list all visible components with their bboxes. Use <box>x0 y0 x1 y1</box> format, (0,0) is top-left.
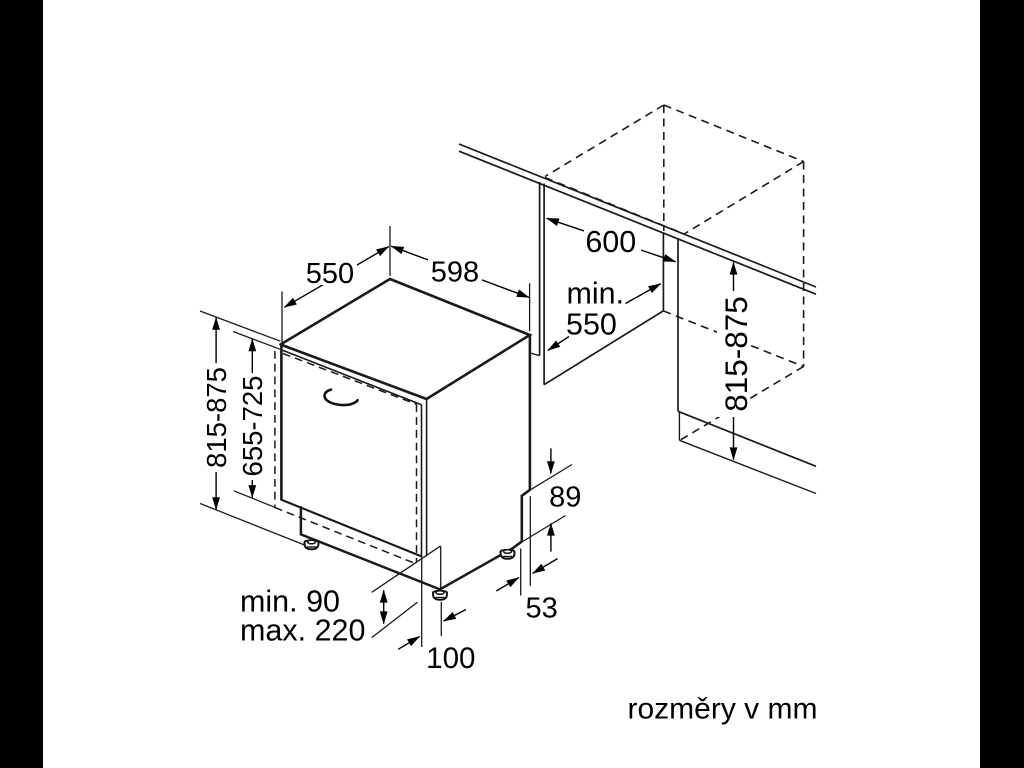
svg-text:550: 550 <box>566 308 617 342</box>
svg-text:89: 89 <box>549 482 581 514</box>
svg-text:815-875: 815-875 <box>718 296 754 412</box>
svg-text:100: 100 <box>426 642 475 675</box>
svg-text:600: 600 <box>585 225 636 259</box>
svg-text:min.: min. <box>567 277 625 311</box>
svg-text:max. 220: max. 220 <box>240 614 365 648</box>
svg-text:815-875: 815-875 <box>201 367 232 468</box>
svg-text:598: 598 <box>431 257 479 289</box>
svg-text:655-725: 655-725 <box>237 376 268 477</box>
svg-text:min. 90: min. 90 <box>240 585 340 619</box>
svg-text:550: 550 <box>306 258 354 290</box>
svg-text:53: 53 <box>525 593 557 625</box>
svg-text:rozměry v mm: rozměry v mm <box>628 693 818 726</box>
